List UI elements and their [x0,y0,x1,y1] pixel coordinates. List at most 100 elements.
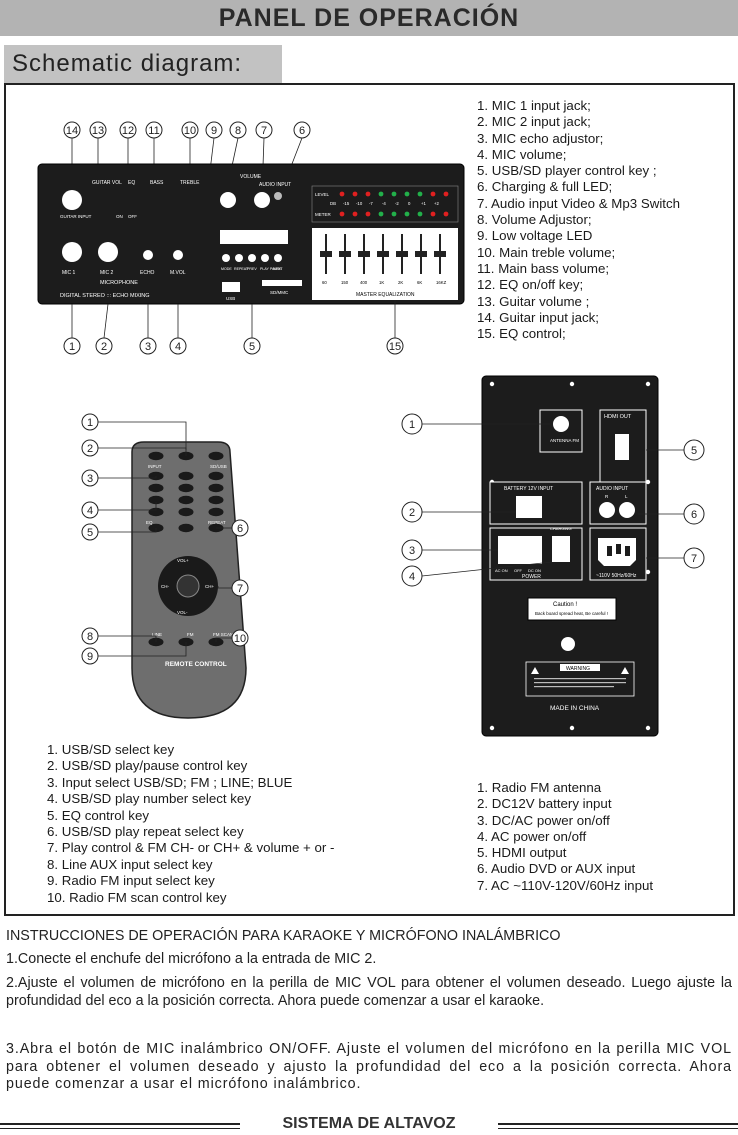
warning-triangle-left-icon [531,667,539,674]
meter-led [443,211,449,217]
meter-led [339,191,345,197]
label-audio-input-rear: AUDIO INPUT [596,486,628,492]
audio-switch [274,192,282,200]
callout-number: 6 [237,523,243,535]
footer-section-title: SISTEMA DE ALTAVOZ [0,1114,738,1135]
callout-leader [98,447,187,456]
callout-number: 15 [389,341,401,353]
callout-number: 9 [211,125,217,137]
eq-freq-label: 60 [322,280,327,285]
sd-slot [262,280,302,286]
eq-slider-knob [377,251,389,257]
meter-led [417,211,423,217]
callout-number: 13 [92,125,104,137]
callout-circle [293,121,311,139]
callout-number: 4 [409,571,415,583]
callout-number: 6 [299,125,305,137]
callout-number: 7 [691,553,697,565]
screw [645,569,651,575]
label-guitar-vol: GUITAR VOL [92,180,122,186]
meter-led [365,191,371,197]
ac-pin-left [607,546,612,556]
eq-sliders [320,234,446,274]
remote-key [208,471,224,481]
callout-number: 8 [235,125,241,137]
screw [645,725,651,731]
audio-jack-r [599,502,615,518]
feature-item: 7. Audio input Video & Mp3 Switch [477,195,681,211]
label-guitar-input: GUITAR INPUT [60,214,92,219]
label-made-in: MADE IN CHINA [550,705,600,712]
audio-jack-l [619,502,635,518]
callout-circle [181,121,199,139]
label-antenna: ANTENNA FM [550,438,579,443]
remote-key-item: 7. Play control & FM CH- or CH+ & volume… [47,840,335,856]
remote-key-item: 3. Input select USB/SD; FM ; LINE; BLUE [47,774,293,790]
callout-number: 2 [87,443,93,455]
meter-leds [339,191,449,217]
callout-number: 5 [249,341,255,353]
callout-number: 5 [87,527,93,539]
feature-item: 3. MIC echo adjustor; [477,130,604,146]
callout-circle [229,121,247,139]
callout-leader [98,642,187,657]
feature-item: 6. Charging & full LED; [477,179,613,195]
callout-leader [98,635,157,642]
eq-panel [312,228,458,300]
rear-hole [561,637,575,651]
callout-number: 4 [87,505,93,517]
callout-number: 9 [87,651,93,663]
callout-circle [683,439,705,461]
meter-led [417,191,423,197]
label-vol-down: VOL- [177,610,188,615]
remote-key [148,451,164,461]
callout-circle [81,413,99,431]
ac-pin-mid [616,544,621,554]
callout-number: 4 [175,341,181,353]
callout-number: 2 [101,341,107,353]
eq-freq-label: 6K [417,280,422,285]
label-ac-voltage: ~110V 50Hz/60Hz [596,573,637,579]
callout-leader [215,637,232,642]
caution-text: Back board spread heat, Be careful ! [535,611,608,616]
meter-led [404,191,410,197]
callout-circle [139,337,157,355]
player-button-label: PLAY PAUSE [260,267,282,271]
lcd-display [220,230,288,244]
callout-number: 3 [145,341,151,353]
mic-vol-knob [173,250,183,260]
label-vol-up: VOL+ [177,558,189,563]
instruction-step-3: 3.Abra el botón de MIC inalámbrico ON/OF… [6,1041,732,1092]
callout-leader [98,502,157,511]
remote-key [178,495,194,505]
eq-freq-label: 2K [398,280,403,285]
battery-input [516,496,542,518]
eq-slider-knob [434,251,446,257]
caution-title: Caution ! [553,602,577,608]
callout-circle [243,337,261,355]
callout-circle [95,337,113,355]
callout-circle [81,501,99,519]
warning-text-line [534,686,614,688]
warning-triangle-right-icon [621,667,629,674]
meter-led [391,191,397,197]
remote-key-item: 5. EQ control key [47,807,149,823]
callout-number: 12 [122,125,134,137]
label-eq: EQ [128,180,135,186]
remote-key-item: 10. Radio FM scan control key [47,889,227,905]
callout-leader [421,561,553,577]
callout-number: 10 [234,633,246,645]
meter-db-label: -15 [343,201,350,206]
callout-circle [401,565,423,587]
feature-item: 2. MIC 2 input jack; [477,114,591,130]
remote-key [148,495,164,505]
callout-circle [231,629,249,647]
eq-freq-label: 1K [379,280,384,285]
callout-circle [63,121,81,139]
label-hdmi: HDMI OUT [604,414,632,420]
player-button [248,254,256,262]
meter-db-label: -4 [382,201,386,206]
